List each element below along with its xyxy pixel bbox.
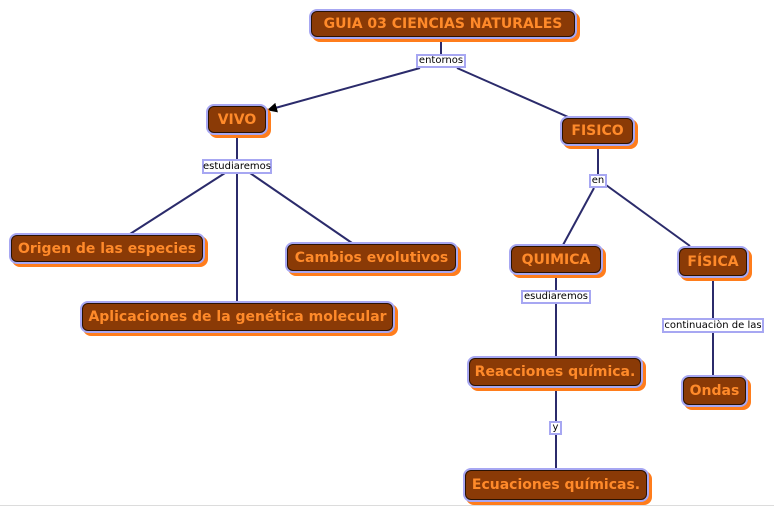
node-fisica[interactable]: FÍSICA [679, 248, 747, 276]
link-en[interactable]: en [589, 174, 607, 188]
edge-entornos-fisico [456, 67, 576, 121]
node-vivo[interactable]: VIVO [208, 106, 266, 133]
node-fisico[interactable]: FISICO [562, 118, 633, 144]
node-quimica[interactable]: QUIMICA [511, 246, 601, 273]
node-aplicaciones[interactable]: Aplicaciones de la genética molecular [82, 303, 393, 331]
bottom-divider [0, 505, 774, 506]
node-reacciones[interactable]: Reacciones química. [469, 358, 641, 386]
node-cambios[interactable]: Cambios evolutivos [287, 244, 456, 271]
node-root[interactable]: GUIA 03 CIENCIAS NATURALES [311, 11, 575, 37]
edge-en-quimica [562, 187, 595, 246]
link-estudiaremos-vivo[interactable]: estudiaremos [202, 159, 272, 174]
node-origen[interactable]: Origen de las especies [11, 235, 203, 262]
link-entornos[interactable]: entornos [416, 54, 466, 68]
link-y[interactable]: y [549, 421, 562, 435]
node-ondas[interactable]: Ondas [683, 377, 746, 405]
link-continuacion[interactable]: continuaciòn de las [662, 318, 764, 333]
edge-en-fisica [605, 184, 691, 247]
edge-estudiaremos-origen [129, 172, 226, 235]
edge-estudiaremos-cambios [249, 172, 353, 244]
link-esudiaremos[interactable]: esudiaremos [521, 290, 591, 304]
edge-entornos-vivo [267, 67, 421, 113]
node-ecuaciones[interactable]: Ecuaciones químicas. [465, 470, 647, 500]
